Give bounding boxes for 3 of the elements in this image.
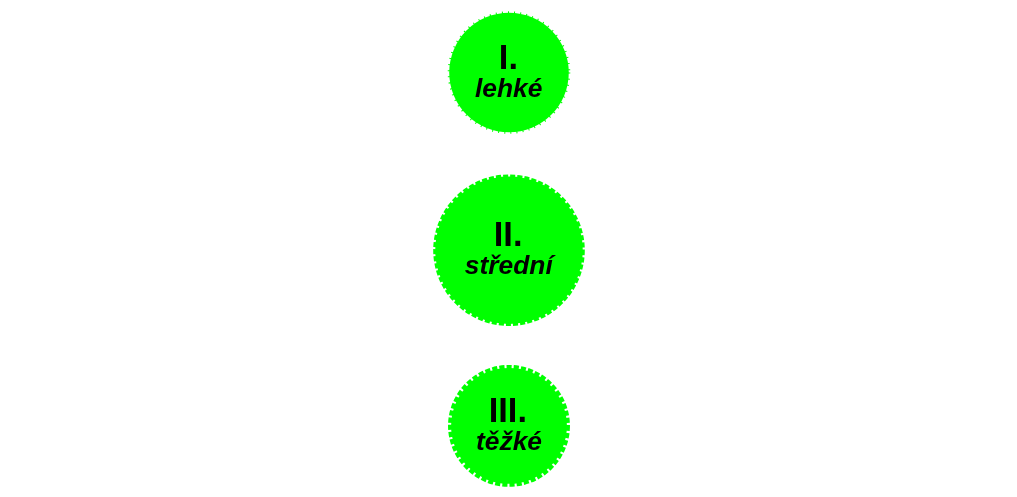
node-circle: II. střední	[432, 174, 585, 327]
node-circle: I. lehké	[447, 11, 570, 134]
node-circle: III. těžké	[447, 364, 570, 487]
